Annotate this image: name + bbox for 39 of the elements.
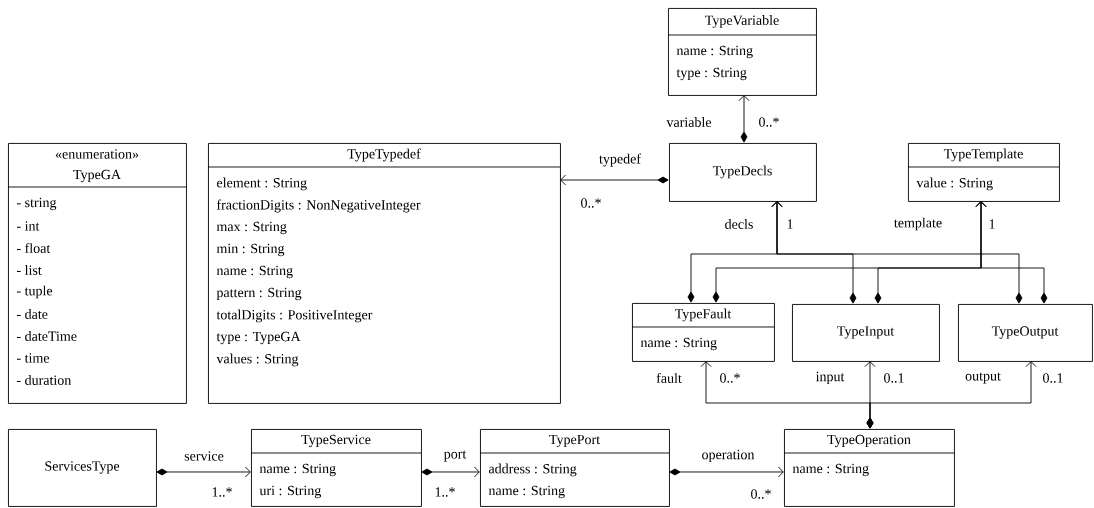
class-box: TypeService name : String uri : String <box>250 429 422 507</box>
composition-arrow <box>738 95 750 143</box>
role-label: decls <box>725 219 753 229</box>
class-box: TypeInput <box>792 304 940 362</box>
role-label: service <box>184 451 224 461</box>
role-label: operation <box>702 449 755 463</box>
composition-arrow <box>771 201 1023 304</box>
composition-arrow <box>866 361 1037 429</box>
multiplicity-label: 0..1 <box>884 373 904 383</box>
role-label: fault <box>656 373 682 383</box>
class-box: TypeTemplate value : String <box>907 143 1060 202</box>
class-box: TypeOutput <box>958 304 1093 362</box>
class-box: ServicesType <box>8 429 157 507</box>
composition-arrow <box>421 466 480 478</box>
class-box: TypeVariable name : String type : String <box>667 8 817 96</box>
composition-arrow <box>560 174 669 186</box>
role-label: template <box>894 217 942 231</box>
multiplicity-label: 0..* <box>759 117 779 127</box>
class-box: TypePort address : String name : String <box>479 429 670 507</box>
role-label: output <box>965 372 1001 384</box>
multiplicity-label: 0..* <box>751 489 771 499</box>
composition-arrow <box>669 466 784 478</box>
multiplicity-label: 1..* <box>212 487 232 497</box>
class-box: TypeOperation name : String <box>783 429 955 507</box>
class-box: «enumeration» TypeGA - string - int - float - list - tuple - date - dateTime - time - duration <box>7 143 187 404</box>
multiplicity-label: 1..* <box>435 487 455 497</box>
role-label: input <box>815 371 845 385</box>
class-box: TypeDecls <box>669 143 817 202</box>
role-label: typedef <box>599 153 641 167</box>
multiplicity-label: 1 <box>989 219 995 229</box>
composition-arrow <box>975 201 1048 304</box>
composition-arrow <box>156 466 251 478</box>
class-box: TypeTypedef element : String fractionDigits : NonNegativeInteger max : String min : String name : String pattern : String totalDigits : PositiveInteger type : TypeGA values : String <box>207 143 561 404</box>
role-label: port <box>443 450 467 462</box>
role-label: variable <box>666 117 712 127</box>
multiplicity-label: 0..* <box>720 373 740 383</box>
multiplicity-label: 0..1 <box>1043 373 1063 383</box>
multiplicity-label: 0..* <box>581 198 601 208</box>
multiplicity-label: 1 <box>787 219 793 229</box>
